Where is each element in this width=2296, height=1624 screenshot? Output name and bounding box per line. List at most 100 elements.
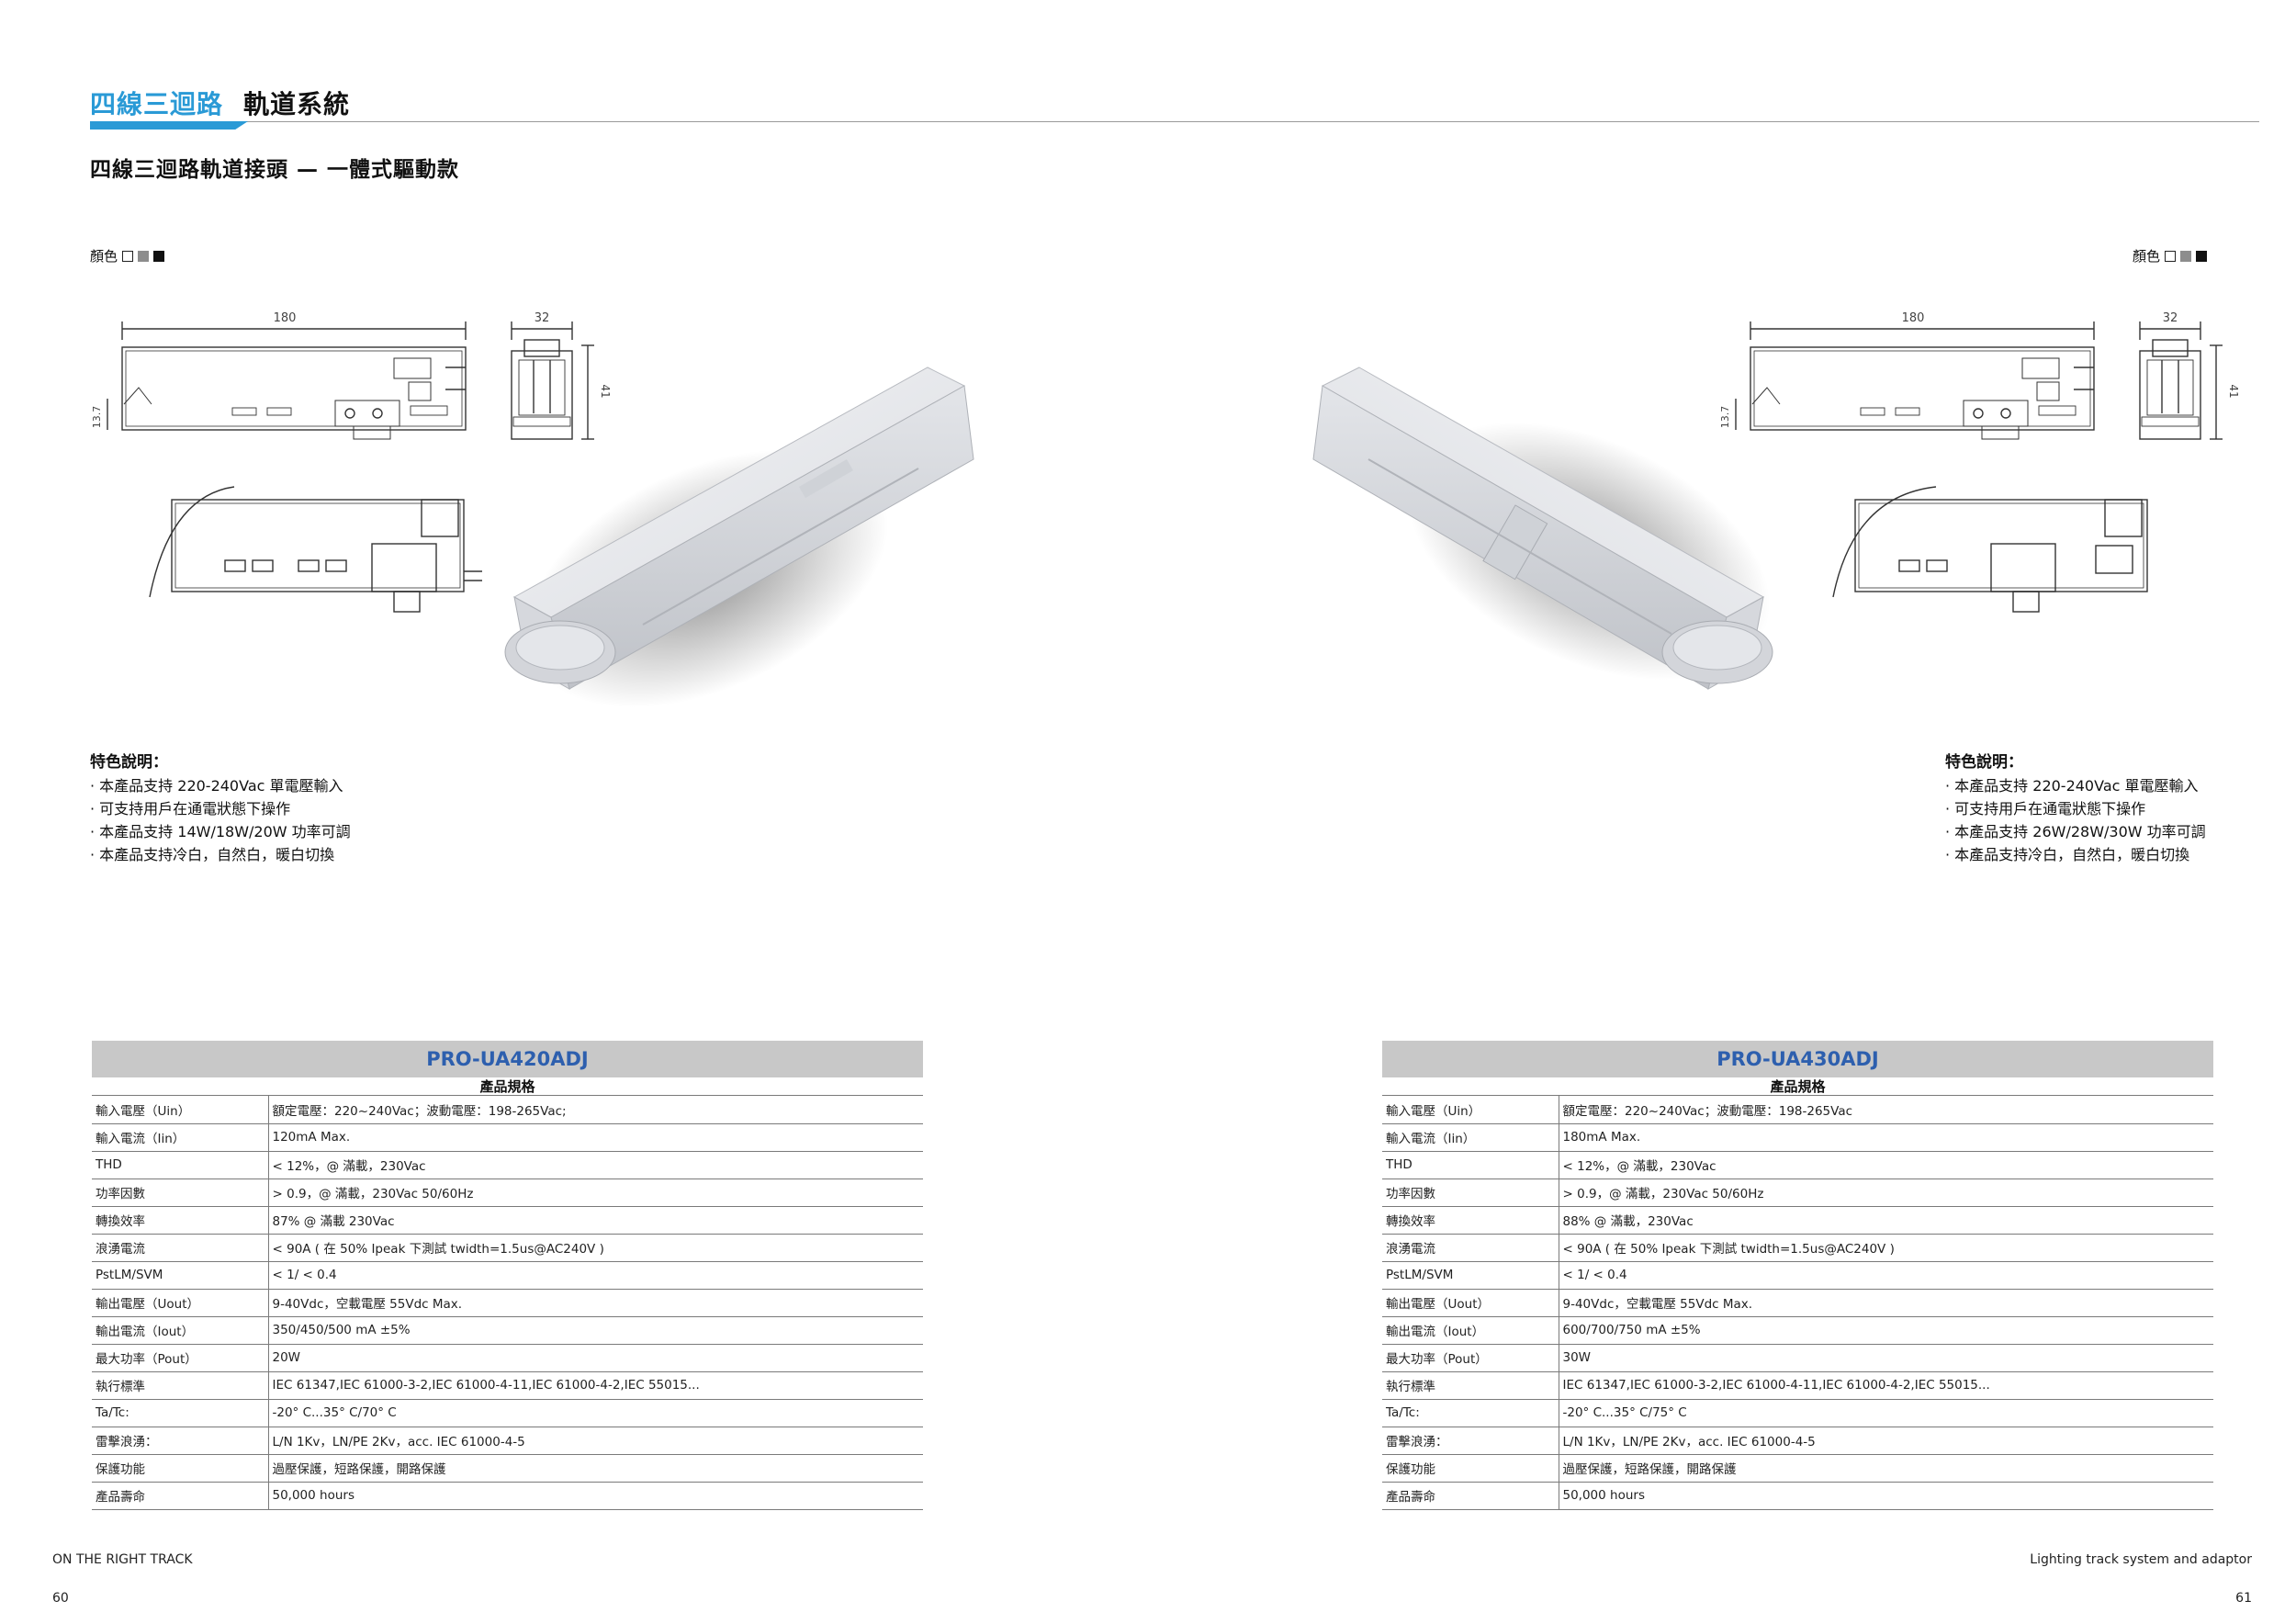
spec-value: -20° C...35° C/75° C (1559, 1399, 2213, 1427)
spec-value: < 90A ( 在 50% Ipeak 下測試 twidth=1.5us@AC2… (1559, 1234, 2213, 1262)
spec-value: IEC 61347,IEC 61000-3-2,IEC 61000-4-11,I… (1559, 1371, 2213, 1400)
spec-value: 50,000 hours (1559, 1482, 2213, 1510)
spec-value: 180mA Max. (1559, 1123, 2213, 1152)
table-row: 功率因數> 0.9，@ 滿載，230Vac 50/60Hz (92, 1179, 923, 1207)
model-name: PRO-UA430ADJ (1382, 1041, 2213, 1077)
table-row: PstLM/SVM< 1/ < 0.4 (1382, 1261, 2213, 1290)
spec-value: 過壓保護，短路保護，開路保護 (268, 1454, 923, 1483)
left-spec-table: PRO-UA420ADJ 產品規格 輸入電壓（Uin）額定電壓：220~240V… (92, 1041, 923, 1510)
dim-offset: 13.7 (1719, 406, 1731, 429)
spec-label: 轉換效率 (1382, 1206, 1559, 1235)
spec-label: 雷擊浪湧： (1382, 1427, 1559, 1455)
table-row: 浪湧電流< 90A ( 在 50% Ipeak 下測試 twidth=1.5us… (92, 1234, 923, 1262)
page-subtitle: 四線三迴路軌道接頭 — 一體式驅動款 (90, 158, 460, 182)
spec-value: 9-40Vdc，空載電壓 55Vdc Max. (1559, 1289, 2213, 1317)
spec-value: 30W (1559, 1344, 2213, 1372)
spec-label: 輸出電流（Iout） (1382, 1316, 1559, 1345)
spec-label: 輸入電壓（Uin） (92, 1096, 269, 1124)
spec-value: 額定電壓：220~240Vac；波動電壓：198-265Vac; (268, 1096, 923, 1124)
section-title: 四線三迴路軌道系統 (90, 85, 350, 121)
spec-label: 功率因數 (1382, 1179, 1559, 1207)
left-colour-options: 顏色 (90, 246, 165, 265)
spec-value: < 1/ < 0.4 (1559, 1261, 2213, 1290)
table-row: 輸出電壓（Uout）9-40Vdc，空載電壓 55Vdc Max. (1382, 1289, 2213, 1317)
black-swatch-icon (2196, 250, 2208, 262)
colour-label: 顏色 (90, 248, 118, 265)
table-row: 輸入電壓（Uin）額定電壓：220~240Vac；波動電壓：198-265Vac (1382, 1096, 2213, 1124)
footer-right-text: Lighting track system and adaptor (2030, 1552, 2252, 1567)
table-row: 保護功能過壓保護，短路保護，開路保護 (92, 1454, 923, 1483)
features-title: 特色說明： (1945, 753, 2023, 772)
table-row: 輸出電壓（Uout）9-40Vdc，空載電壓 55Vdc Max. (92, 1289, 923, 1317)
spec-value: L/N 1Kv，LN/PE 2Kv，acc. IEC 61000-4-5 (1559, 1427, 2213, 1455)
spec-label: 輸出電壓（Uout） (1382, 1289, 1559, 1317)
spec-value: 過壓保護，短路保護，開路保護 (1559, 1454, 2213, 1483)
grey-swatch-icon (2180, 250, 2192, 262)
spec-label: 輸入電壓（Uin） (1382, 1096, 1559, 1124)
spec-label: 浪湧電流 (1382, 1234, 1559, 1262)
table-row: 最大功率（Pout）30W (1382, 1344, 2213, 1372)
right-spec-table: PRO-UA430ADJ 產品規格 輸入電壓（Uin）額定電壓：220~240V… (1382, 1041, 2213, 1510)
left-features: 特色說明： · 本產品支持 220-240Vac 單電壓輸入 · 可支持用戶在通… (90, 751, 351, 866)
grey-swatch-icon (138, 250, 150, 262)
colour-label: 顏色 (2133, 248, 2161, 265)
spec-label: THD (1382, 1151, 1559, 1179)
table-row: 輸入電壓（Uin）額定電壓：220~240Vac；波動電壓：198-265Vac… (92, 1096, 923, 1124)
table-row: 最大功率（Pout）20W (92, 1344, 923, 1372)
section-title-main: 軌道系統 (243, 89, 351, 119)
feature-item: · 本產品支持 14W/18W/20W 功率可調 (90, 823, 351, 840)
right-colour-options: 顏色 (2133, 246, 2208, 265)
table-row: Ta/Tc:-20° C...35° C/75° C (1382, 1399, 2213, 1427)
feature-item: · 本產品支持冷白，自然白，暖白切換 (1945, 846, 2190, 863)
feature-item: · 可支持用戶在通電狀態下操作 (1945, 800, 2146, 818)
spec-label: 產品壽命 (92, 1482, 269, 1510)
spec-value: 350/450/500 mA ±5% (268, 1316, 923, 1345)
section-title-accent: 四線三迴路 (90, 89, 224, 119)
dim-height: 41 (599, 384, 612, 398)
spec-table-title: 產品規格 (1382, 1077, 2213, 1096)
spec-label: 輸出電壓（Uout） (92, 1289, 269, 1317)
dim-height: 41 (2227, 384, 2240, 398)
table-row: 雷擊浪湧：L/N 1Kv，LN/PE 2Kv，acc. IEC 61000-4-… (92, 1427, 923, 1455)
black-swatch-icon (153, 250, 165, 262)
spec-label: 功率因數 (92, 1179, 269, 1207)
spec-value: 600/700/750 mA ±5% (1559, 1316, 2213, 1345)
table-row: 浪湧電流< 90A ( 在 50% Ipeak 下測試 twidth=1.5us… (1382, 1234, 2213, 1262)
spec-value: 50,000 hours (268, 1482, 923, 1510)
spec-label: 輸出電流（Iout） (92, 1316, 269, 1345)
spec-value: 87% @ 滿載 230Vac (268, 1206, 923, 1235)
feature-item: · 本產品支持 220-240Vac 單電壓輸入 (90, 777, 343, 795)
spec-table: 輸入電壓（Uin）額定電壓：220~240Vac；波動電壓：198-265Vac… (92, 1096, 923, 1510)
right-technical-drawing: 180 13.7 32 41 (1719, 311, 2240, 613)
spec-label: 輸入電流（Iin） (92, 1123, 269, 1152)
white-swatch-icon (2165, 250, 2177, 262)
page-number-right: 61 (2235, 1591, 2252, 1606)
table-row: 輸出電流（Iout）600/700/750 mA ±5% (1382, 1316, 2213, 1345)
spec-value: -20° C...35° C/70° C (268, 1399, 923, 1427)
spec-value: < 12%，@ 滿載，230Vac (268, 1151, 923, 1179)
spec-label: 轉換效率 (92, 1206, 269, 1235)
white-swatch-icon (122, 250, 134, 262)
spec-value: IEC 61347,IEC 61000-3-2,IEC 61000-4-11,I… (268, 1371, 923, 1400)
spec-value: < 90A ( 在 50% Ipeak 下測試 twidth=1.5us@AC2… (268, 1234, 923, 1262)
table-row: 輸出電流（Iout）350/450/500 mA ±5% (92, 1316, 923, 1345)
spec-value: 120mA Max. (268, 1123, 923, 1152)
table-row: Ta/Tc:-20° C...35° C/70° C (92, 1399, 923, 1427)
spec-value: 額定電壓：220~240Vac；波動電壓：198-265Vac (1559, 1096, 2213, 1124)
spec-label: 最大功率（Pout） (1382, 1344, 1559, 1372)
right-product-render (1312, 367, 1773, 691)
feature-item: · 本產品支持冷白，自然白，暖白切換 (90, 846, 335, 863)
spec-label: Ta/Tc: (1382, 1399, 1559, 1427)
feature-item: · 本產品支持 220-240Vac 單電壓輸入 (1945, 777, 2199, 795)
spec-label: 浪湧電流 (92, 1234, 269, 1262)
table-row: THD< 12%，@ 滿載，230Vac (92, 1151, 923, 1179)
spec-value: < 12%，@ 滿載，230Vac (1559, 1151, 2213, 1179)
dim-offset: 13.7 (91, 406, 103, 429)
spec-label: 輸入電流（Iin） (1382, 1123, 1559, 1152)
table-row: 雷擊浪湧：L/N 1Kv，LN/PE 2Kv，acc. IEC 61000-4-… (1382, 1427, 2213, 1455)
spec-label: PstLM/SVM (1382, 1261, 1559, 1290)
